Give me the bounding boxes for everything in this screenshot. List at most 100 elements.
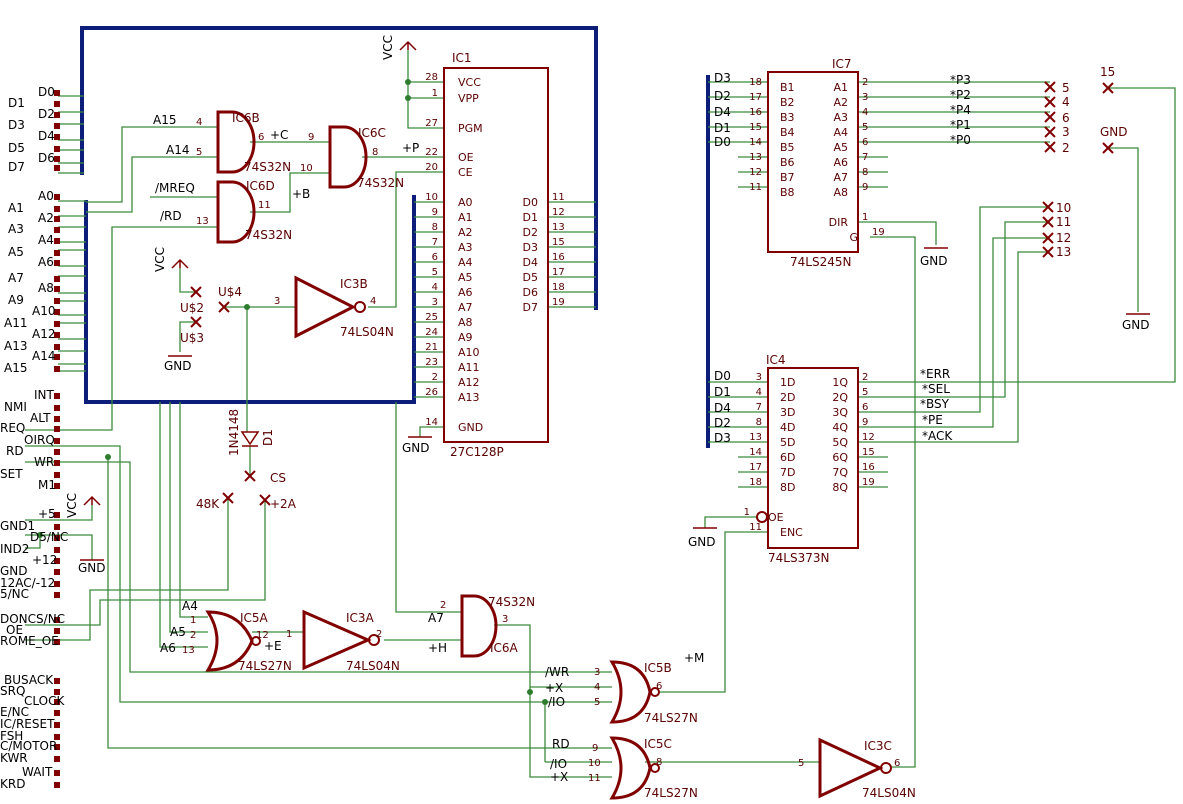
pin-number: 18: [749, 77, 762, 88]
edge-label: KRD: [0, 777, 25, 791]
edge-label: IND2: [0, 542, 29, 556]
pin-number: 14: [425, 417, 438, 428]
net-label: 3: [1062, 125, 1070, 139]
net-label: *P2: [950, 88, 971, 102]
pin-number: 26: [425, 387, 438, 398]
pin-number: 18: [749, 477, 762, 488]
pin-number: 6: [656, 681, 662, 692]
net-label: 2: [1062, 141, 1070, 155]
pin-name: A4: [458, 256, 473, 269]
pin-number: 17: [749, 462, 762, 473]
pin-number: 11: [749, 182, 762, 193]
pin-name: D6: [523, 286, 538, 299]
pin-number: 9: [592, 743, 598, 754]
pin-number: 10: [425, 192, 438, 203]
part-value: 74S32N: [357, 176, 404, 190]
pin-number: 18: [552, 282, 565, 293]
net-label: A5: [170, 625, 186, 639]
pin-number: 1: [286, 629, 292, 640]
part-value: 1N4148: [227, 409, 241, 456]
pin-number: 5: [798, 758, 804, 769]
edge-label: SRQ: [0, 684, 25, 698]
connector-pad: [54, 260, 60, 266]
pin-number: 3: [502, 614, 508, 625]
pad-x-marker: [222, 492, 234, 504]
pin-number: 16: [552, 252, 565, 263]
pad-x-marker: [1044, 126, 1056, 138]
pin-name: GND: [458, 421, 483, 434]
edge-label: ALT: [30, 411, 51, 425]
pin-name: 2D: [780, 391, 795, 404]
connector-pad: [54, 146, 60, 152]
edge-label: RD: [6, 444, 24, 458]
net-label: U$2: [180, 301, 204, 315]
gnd-label: GND: [402, 441, 430, 455]
connector-pad: [54, 332, 60, 338]
pin-name: B7: [780, 171, 795, 184]
pad-x-marker: [1044, 141, 1056, 153]
pin-name: VPP: [458, 92, 479, 105]
connector-pad: [54, 206, 60, 212]
part-name: IC4: [766, 353, 786, 367]
pin-number: 4: [756, 387, 762, 398]
connector-pad: [54, 535, 60, 541]
pin-name: OE: [458, 151, 474, 164]
part-value: 74LS373N: [768, 551, 829, 565]
net-label: +M: [684, 651, 704, 665]
edge-label: A5: [8, 245, 24, 259]
edge-label: BUSACK: [4, 673, 54, 687]
pin-name: A2: [458, 226, 473, 239]
pad-x-marker: [259, 494, 271, 506]
edge-label: NMI: [4, 400, 27, 414]
net-label: /RD: [160, 209, 182, 223]
pin-number: 1: [862, 212, 868, 223]
edge-connector-labels: D0 D1 D2 D3 D4 D5 D6 D7 A0 A1 A2 A3 A4 A…: [0, 85, 68, 791]
pin-name: PGM: [458, 122, 483, 135]
pin-name: A6: [458, 286, 473, 299]
pin-number: 13: [749, 152, 762, 163]
pad-x-marker: [190, 316, 202, 328]
part-name: IC5B: [644, 661, 672, 675]
edge-label: IC/RESET: [0, 717, 55, 731]
connector-pad: [54, 321, 60, 327]
edge-label: D3: [8, 118, 25, 132]
part-name: IC3C: [864, 739, 892, 753]
pin-name: A1: [458, 211, 473, 224]
edge-label: +5: [38, 507, 56, 521]
connector-pad: [54, 309, 60, 315]
pin-number: 14: [749, 137, 762, 148]
pin-number: 2: [432, 372, 438, 383]
net-label: *PE: [922, 413, 943, 427]
pin-name: ENC: [780, 526, 803, 539]
gnd-label: GND: [688, 535, 716, 549]
edge-label: OIRQ: [24, 433, 55, 447]
pin-number: 7: [862, 152, 868, 163]
edge-label: D5: [8, 141, 25, 155]
junctions: [37, 79, 548, 705]
net-label: *P0: [950, 133, 971, 147]
net-label: *P3: [950, 73, 971, 87]
net-label: D2: [714, 89, 731, 103]
net-label: D4: [714, 401, 731, 415]
pin-number: 6: [862, 402, 868, 413]
pin-name: 3D: [780, 406, 795, 419]
bus-lines: [80, 26, 710, 448]
gate-ic5a: IC5A 74LS27N 1 2 13 12: [182, 610, 292, 673]
pin-number: 8: [862, 167, 868, 178]
edge-label: GND: [0, 564, 28, 578]
part-name: IC6B: [232, 111, 260, 125]
net-label: A7: [428, 611, 444, 625]
connector-pad: [54, 581, 60, 587]
pad-x-marker: [1044, 96, 1056, 108]
pin-number: 8: [432, 222, 438, 233]
pin-number: 3: [756, 372, 762, 383]
pin-name: B1: [780, 81, 795, 94]
pin-number: 9: [432, 207, 438, 218]
edge-label: WR: [34, 455, 54, 469]
net-label: D3: [714, 71, 731, 85]
pin-number: 8: [372, 147, 378, 158]
connector-pad: [54, 227, 60, 233]
part-name: IC1: [452, 51, 472, 65]
net-label: D0: [714, 369, 731, 383]
pin-number: 15: [749, 122, 762, 133]
